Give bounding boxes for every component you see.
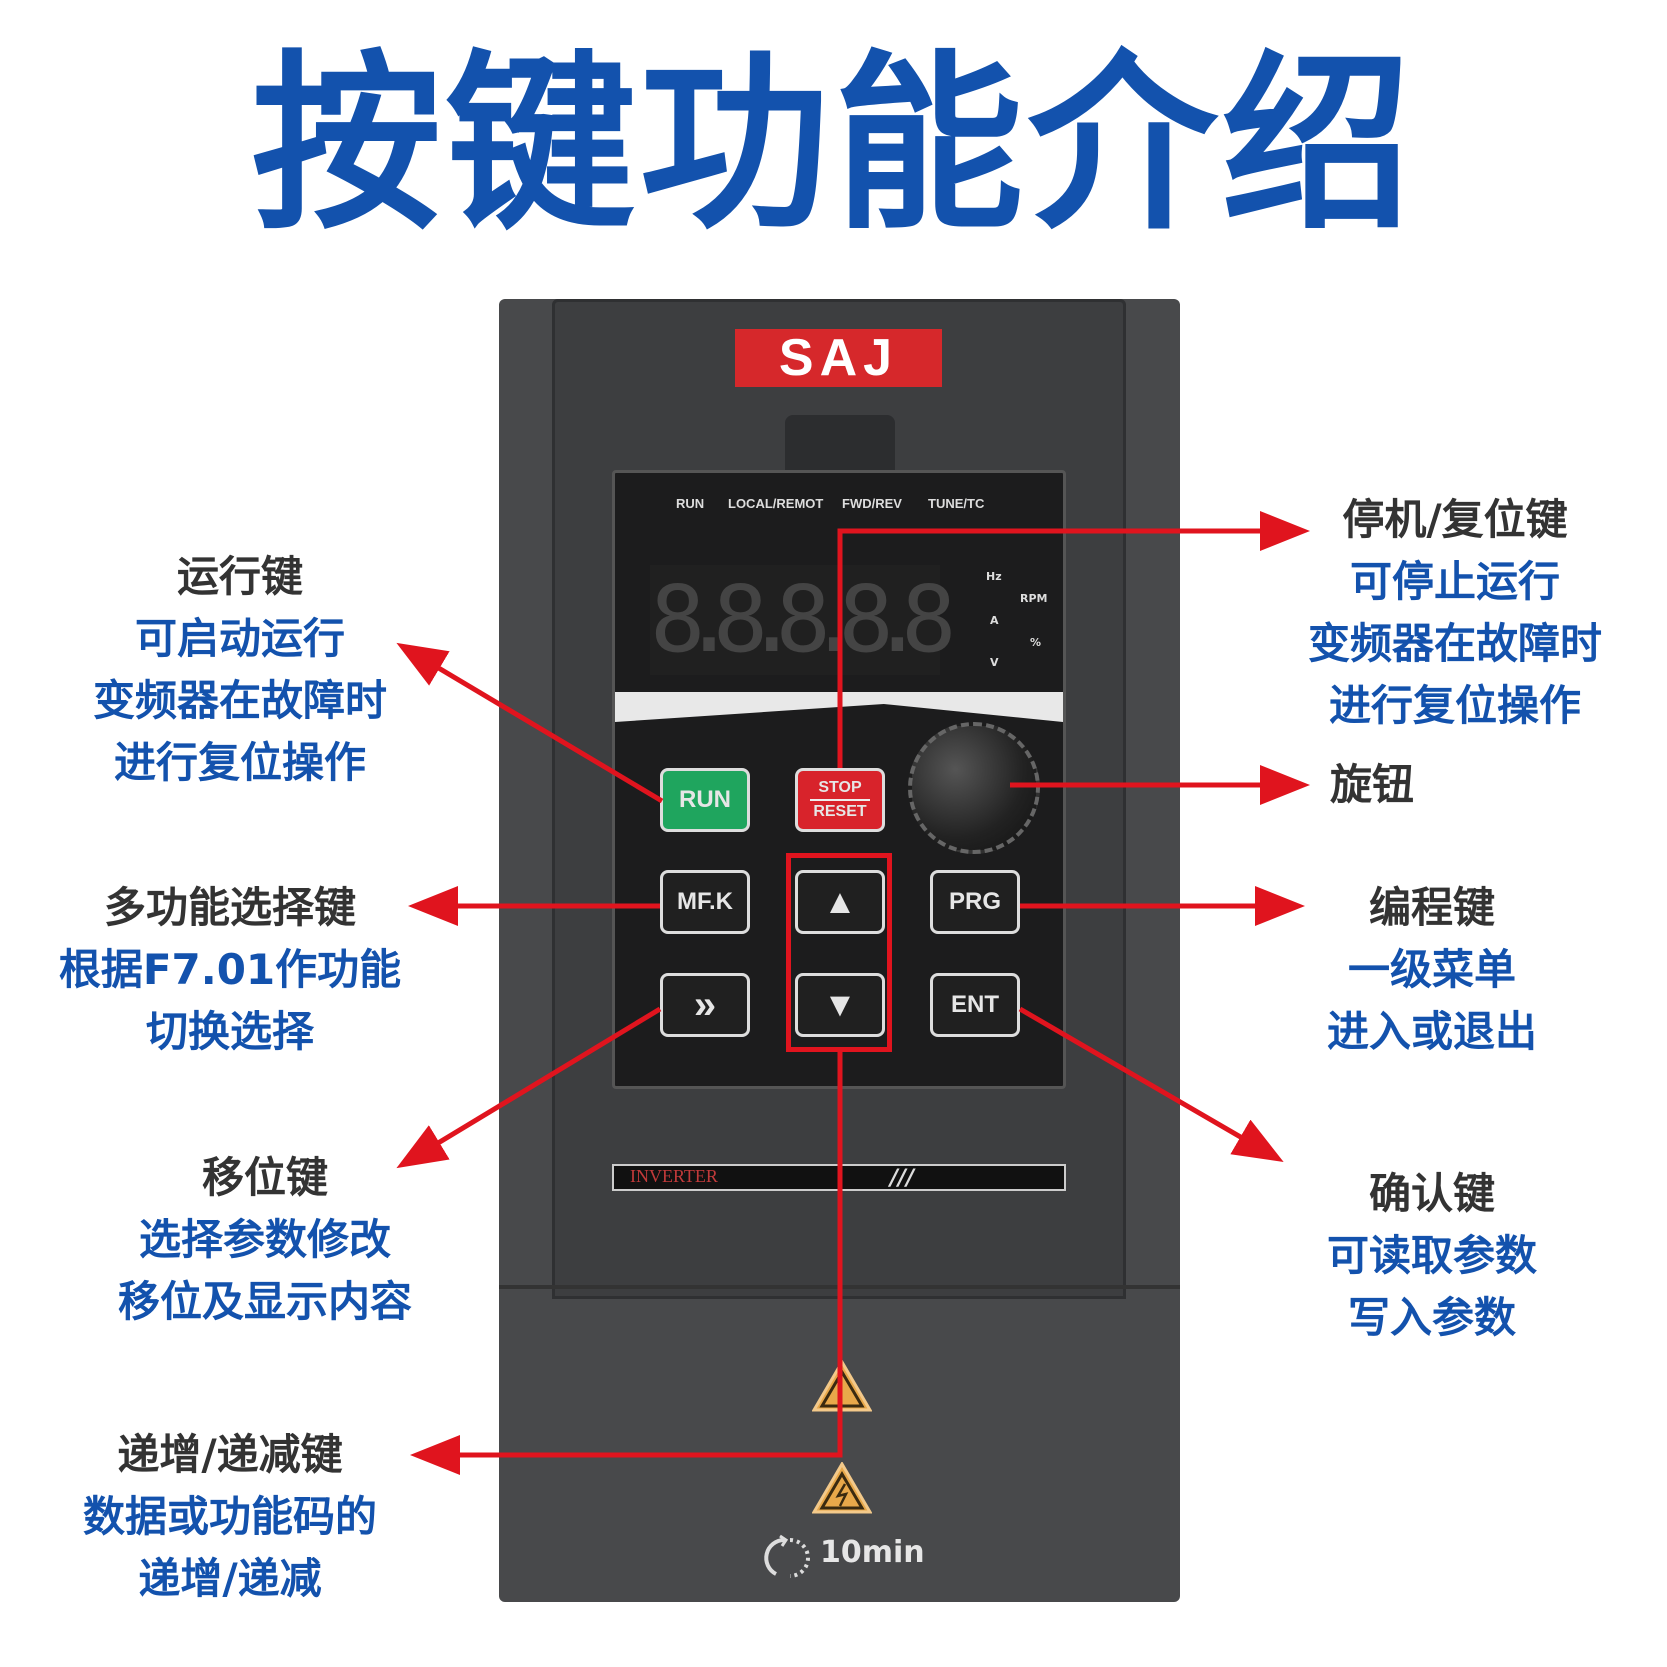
unit-a: A: [990, 614, 999, 627]
label-mfk: 多功能选择键 根据F7.01作功能 切换选择: [10, 877, 450, 1063]
label-updown-head: 递增/递减键: [117, 1430, 343, 1479]
label-shift-line: 移位及显示内容: [117, 1277, 412, 1326]
indicator-tune-tc: TUNE/TC: [928, 496, 985, 511]
led-display: 8.8.8.8.8: [650, 565, 957, 675]
unit-hz: Hz: [986, 570, 1002, 583]
cover-seam: [499, 1285, 1180, 1289]
label-ent: 确认键 可读取参数 写入参数: [1212, 1163, 1652, 1349]
prg-button[interactable]: PRG: [930, 870, 1020, 934]
label-shift: 移位键 选择参数修改 移位及显示内容: [45, 1147, 485, 1333]
label-prg: 编程键 一级菜单 进入或退出: [1212, 877, 1652, 1063]
up-button[interactable]: ▲: [795, 870, 885, 934]
run-button[interactable]: RUN: [660, 768, 750, 832]
label-stop: 停机/复位键 可停止运行 变频器在故障时 进行复位操作: [1245, 489, 1665, 737]
indicator-local-remote: LOCAL/REMOT: [728, 496, 824, 511]
shift-button[interactable]: »: [660, 973, 750, 1037]
label-prg-line: 一级菜单: [1347, 945, 1516, 994]
label-mfk-line: 根据F7.01作功能: [58, 945, 402, 994]
label-ent-line: 写入参数: [1347, 1293, 1516, 1342]
strip-mark: ///: [890, 1166, 915, 1191]
label-updown-line: 数据或功能码的: [82, 1492, 377, 1541]
rotary-knob[interactable]: [908, 722, 1040, 854]
cover-notch: [785, 415, 895, 470]
high-voltage-icon: [812, 1462, 872, 1514]
ent-button[interactable]: ENT: [930, 973, 1020, 1037]
label-mfk-head: 多功能选择键: [103, 883, 356, 932]
stop-label: STOP: [818, 779, 862, 796]
page-title: 按键功能介绍: [251, 34, 1416, 255]
down-button[interactable]: ▼: [795, 973, 885, 1037]
indicator-run: RUN: [676, 496, 705, 511]
brand-logo: SAJ: [735, 329, 942, 387]
label-run-head: 运行键: [176, 552, 303, 601]
label-stop-line: 变频器在故障时: [1307, 619, 1602, 668]
label-run-line: 变频器在故障时: [92, 676, 387, 725]
model-strip-text: INVERTER: [630, 1166, 718, 1186]
label-prg-head: 编程键: [1368, 883, 1495, 932]
label-updown: 递增/递减键 数据或功能码的 递增/递减: [10, 1424, 450, 1610]
updown-highlight-box: [786, 853, 892, 1052]
reset-label: RESET: [813, 803, 867, 820]
unit-rpm: RPM: [1020, 592, 1048, 605]
label-stop-head: 停机/复位键: [1342, 495, 1568, 544]
label-stop-line: 可停止运行: [1349, 557, 1560, 606]
label-knob-head: 旋钮: [1330, 760, 1415, 809]
label-knob: 旋钮: [1330, 754, 1414, 816]
warning-icon: [812, 1360, 872, 1412]
label-ent-head: 确认键: [1368, 1169, 1495, 1218]
stop-reset-button[interactable]: STOP RESET: [795, 768, 885, 832]
divider: [810, 799, 870, 801]
label-run-line: 进行复位操作: [113, 738, 366, 787]
indicator-fwd-rev: FWD/REV: [842, 496, 902, 511]
label-shift-head: 移位键: [201, 1153, 328, 1202]
mfk-button[interactable]: MF.K: [660, 870, 750, 934]
label-mfk-line: 切换选择: [145, 1007, 314, 1056]
label-prg-line: 进入或退出: [1326, 1007, 1537, 1056]
timer-icon: [764, 1534, 810, 1578]
label-stop-line: 进行复位操作: [1328, 681, 1581, 730]
label-updown-line: 递增/递减: [138, 1554, 322, 1603]
unit-percent: %: [1030, 636, 1042, 649]
label-run-line: 可启动运行: [134, 614, 345, 663]
label-run: 运行键 可启动运行 变频器在故障时 进行复位操作: [20, 546, 460, 794]
unit-v: V: [990, 656, 999, 669]
label-shift-line: 选择参数修改: [138, 1215, 391, 1264]
discharge-time: 10min: [820, 1535, 925, 1570]
label-ent-line: 可读取参数: [1326, 1231, 1537, 1280]
